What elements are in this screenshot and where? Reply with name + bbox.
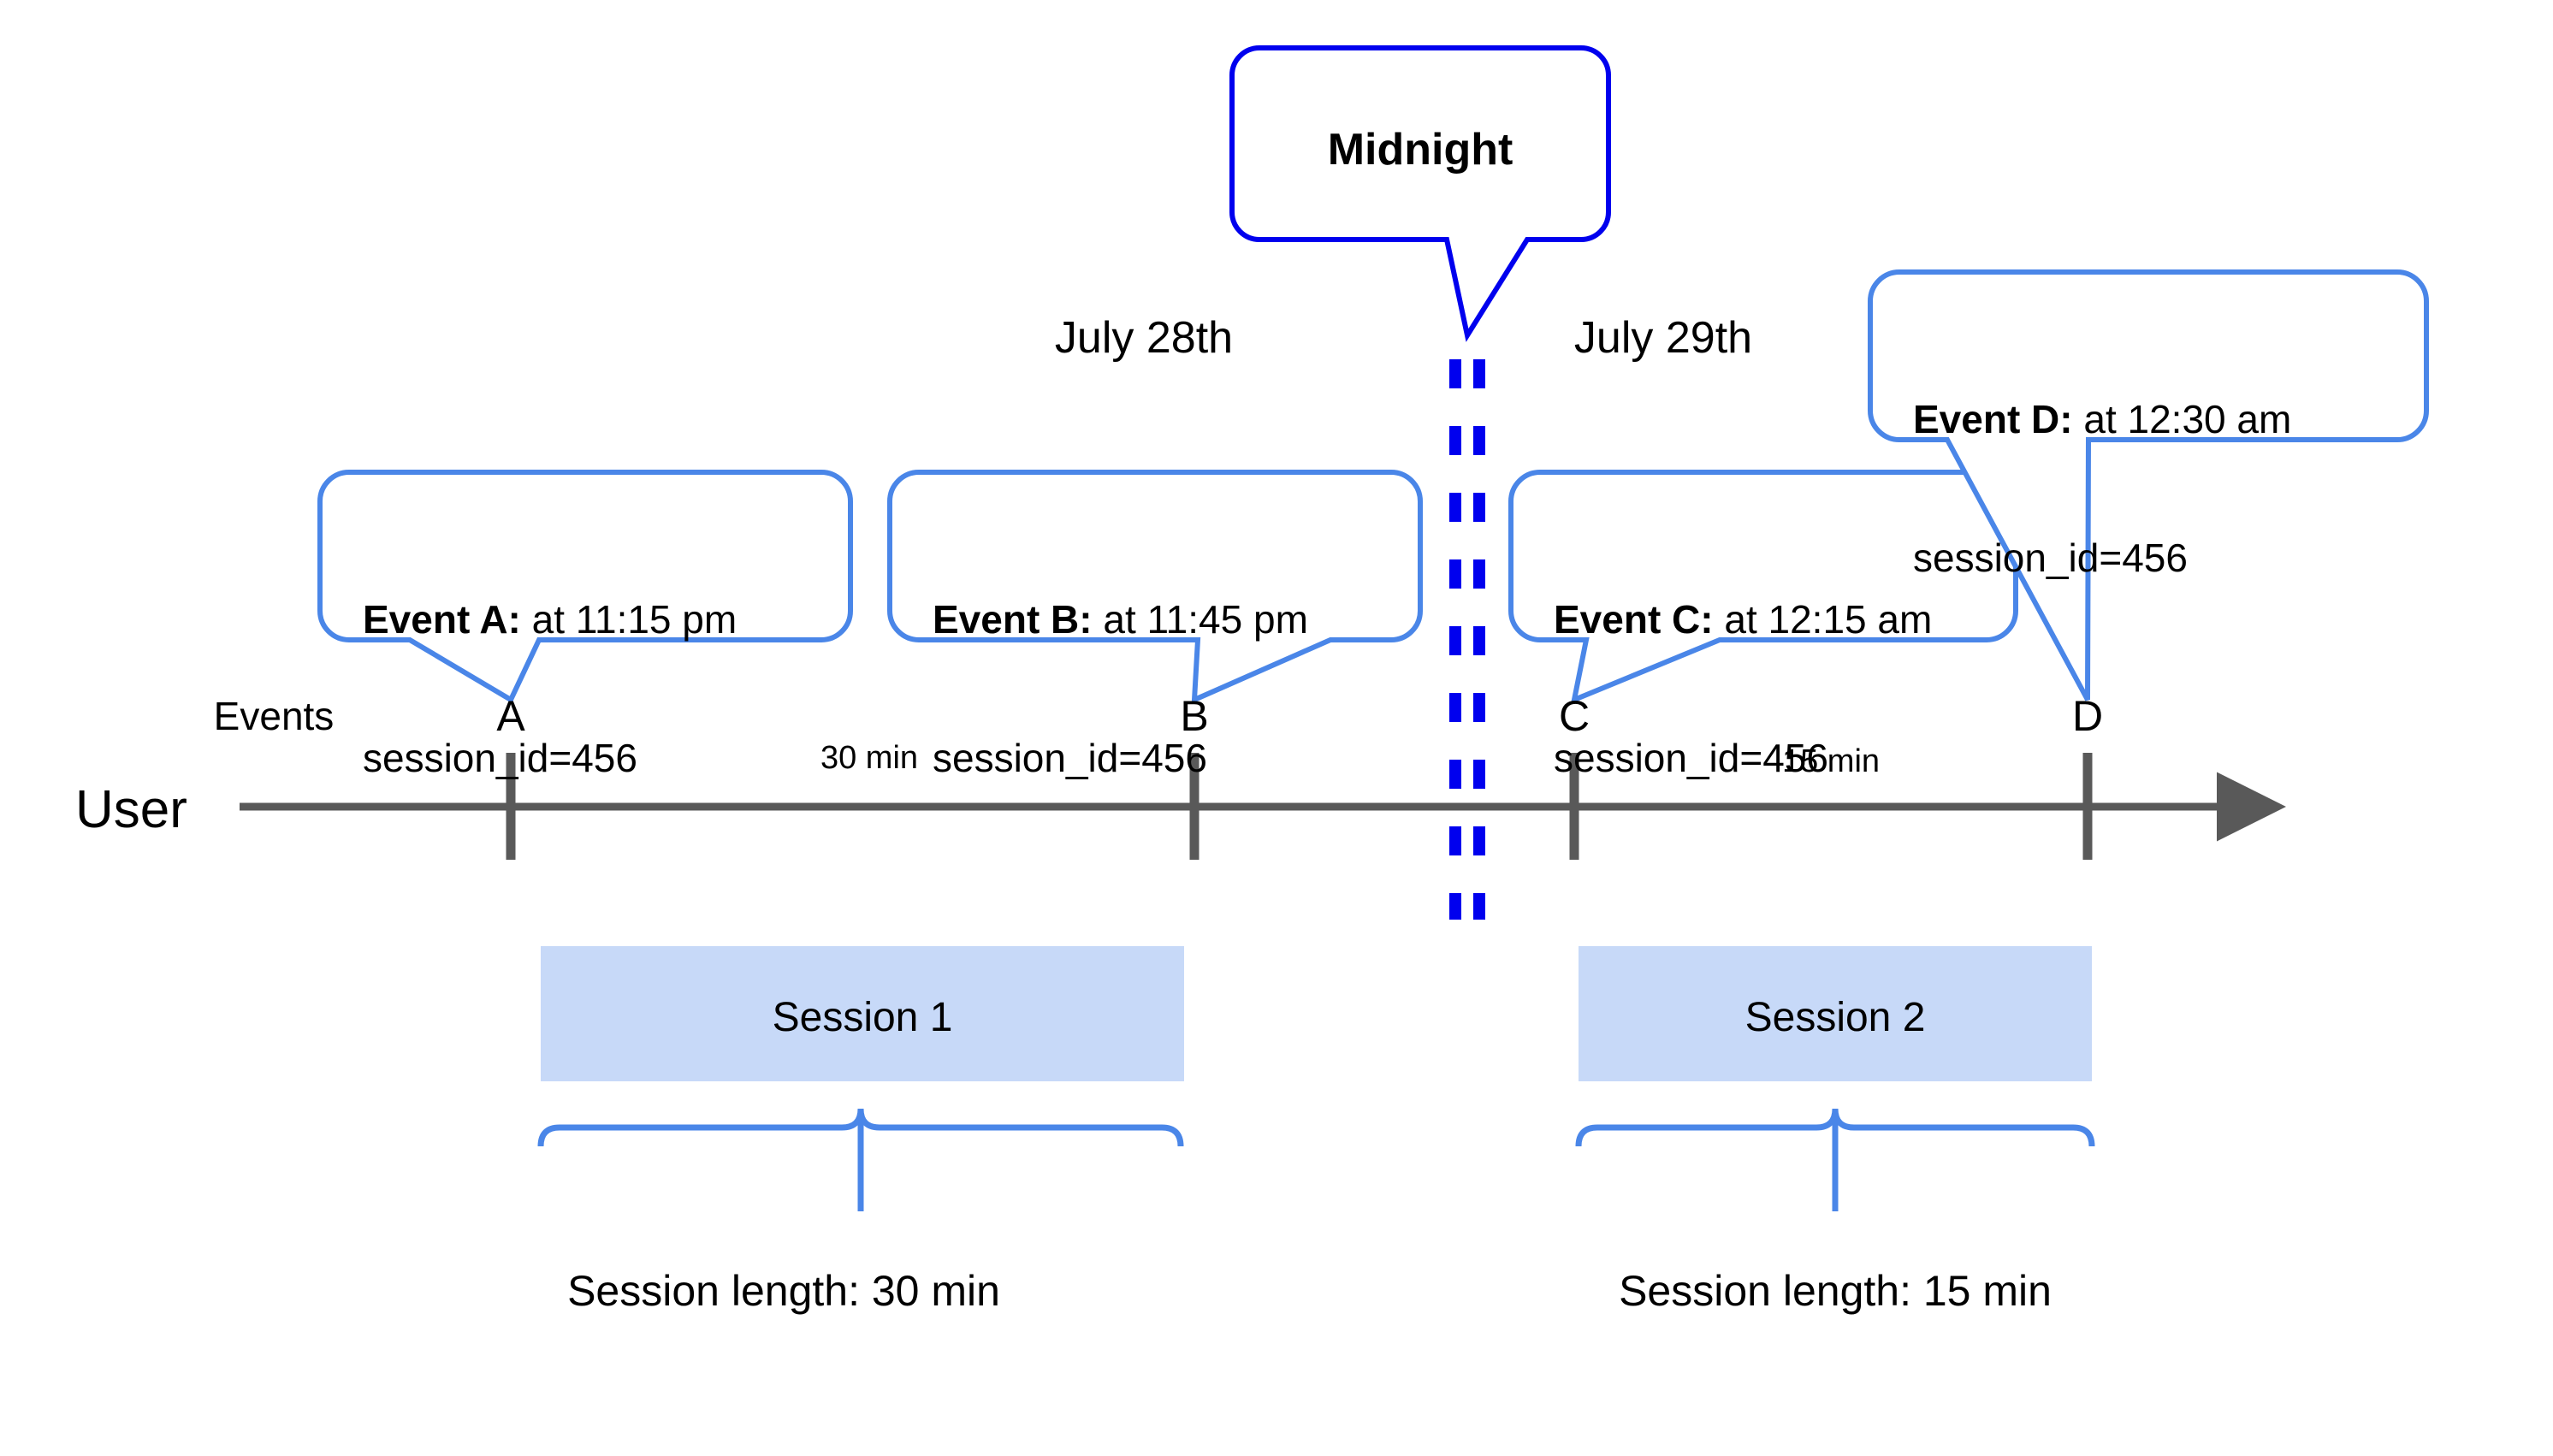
midnight-callout-label: Midnight xyxy=(1327,125,1513,175)
event-a-detail: at 11:15 pm xyxy=(520,596,737,642)
event-b-detail: at 11:45 pm xyxy=(1092,596,1308,642)
midnight-callout-shape xyxy=(1229,45,1611,342)
session-length-caption-2: Session length: 15 min xyxy=(1619,1267,2052,1315)
date-label-july-28: July 28th xyxy=(1054,313,1234,363)
event-a-meta: session_id=456 xyxy=(363,736,637,781)
event-d-callout-shape xyxy=(1868,269,2429,701)
event-marker-label-b: B xyxy=(1180,692,1209,740)
event-c-bold-label: Event C: xyxy=(1554,596,1714,642)
event-marker-label-c: C xyxy=(1558,692,1590,740)
session-block-label-2: Session 2 xyxy=(1744,995,1926,1040)
event-c-callout-text: Event C: at 12:15 am session_id=456 xyxy=(1554,503,1932,874)
session-length-caption-1: Session length: 30 min xyxy=(567,1267,1000,1315)
event-marker-label-a: A xyxy=(496,692,525,740)
event-marker-label-d: D xyxy=(2071,692,2104,740)
session-block-label-1: Session 1 xyxy=(772,995,953,1040)
event-c-meta: session_id=456 xyxy=(1554,736,1828,781)
event-d-bold-label: Event D: xyxy=(1913,396,2073,441)
event-c-callout-shape xyxy=(1508,470,2018,704)
session-block-2 xyxy=(1579,946,2092,1081)
duration-label-c-to-d: 15 min xyxy=(1781,743,1881,779)
event-b-callout-shape xyxy=(887,470,1423,704)
event-c-detail: at 12:15 am xyxy=(1713,596,1933,642)
event-b-callout-text: Event B: at 11:45 pm session_id=456 xyxy=(933,503,1308,874)
event-a-callout-text: Event A: at 11:15 pm session_id=456 xyxy=(363,503,737,874)
event-a-callout-shape xyxy=(317,470,853,704)
session-block-1 xyxy=(541,946,1184,1081)
event-b-meta: session_id=456 xyxy=(933,736,1207,781)
event-d-detail: at 12:30 am xyxy=(2072,396,2292,441)
lane-label-user: User xyxy=(75,780,187,839)
duration-label-a-to-b: 30 min xyxy=(820,740,919,776)
event-d-meta: session_id=456 xyxy=(1913,536,2188,581)
lane-label-events: Events xyxy=(213,694,335,738)
date-label-july-29: July 29th xyxy=(1573,313,1753,363)
event-a-bold-label: Event A: xyxy=(363,596,521,642)
event-b-bold-label: Event B: xyxy=(933,596,1093,642)
event-d-callout-text: Event D: at 12:30 am session_id=456 xyxy=(1913,303,2291,674)
